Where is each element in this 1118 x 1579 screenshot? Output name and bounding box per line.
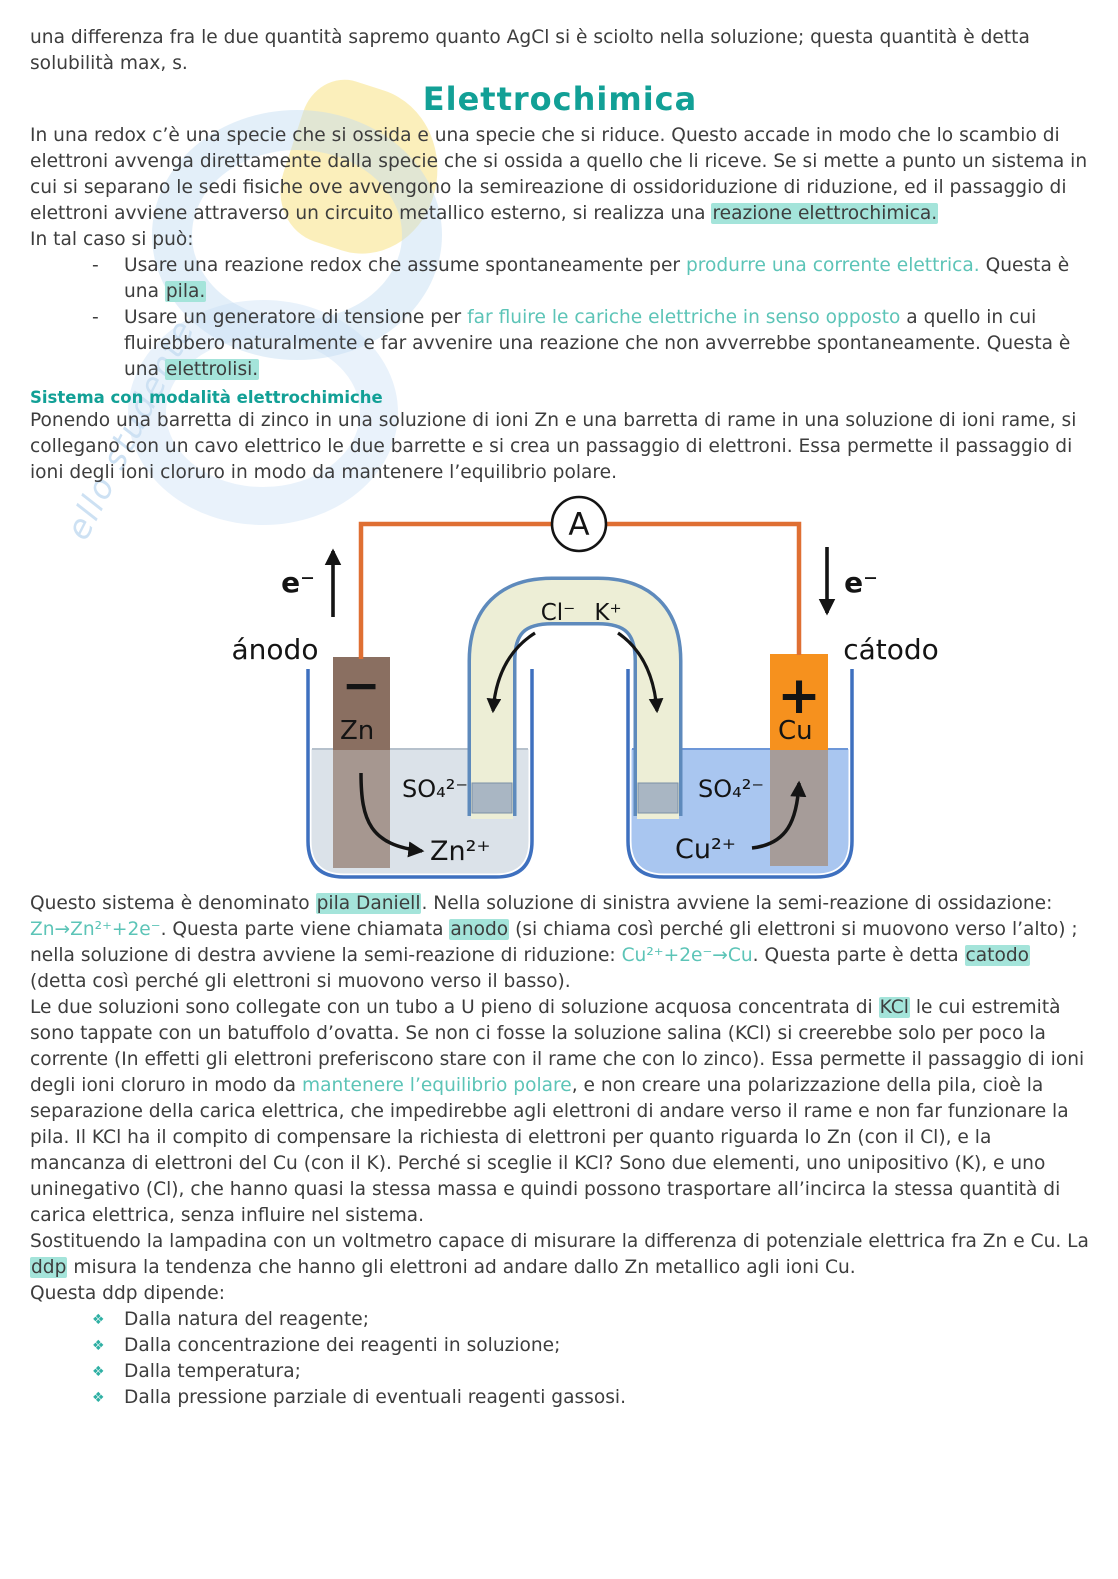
paragraph-pila-daniell: Questo sistema è denominato pila Daniell… <box>30 891 1090 995</box>
text-run: Usare un generatore di tensione per <box>124 307 468 328</box>
text-run: Le due soluzioni sono collegate con un t… <box>30 997 879 1018</box>
cotton-plug-right <box>637 782 679 814</box>
document-page: una differenza fra le due quantità sapre… <box>30 25 1090 1411</box>
text-run: . Questa parte è detta <box>752 945 965 966</box>
highlighted-term: reazione elettrochimica. <box>711 203 939 224</box>
diamond-bullet: ❖ <box>92 1364 105 1380</box>
list-item-text: Dalla temperatura; <box>124 1361 301 1382</box>
text-run: misura la tendenza che hanno gli elettro… <box>67 1257 856 1278</box>
text-run: Sostituendo la lampadina con un voltmetr… <box>30 1231 1089 1252</box>
text-run: (si chiama così perché gli elettroni si … <box>30 919 1078 966</box>
diamond-bullet: ❖ <box>92 1312 105 1328</box>
list-item-elettrolisi: - Usare un generatore di tensione per fa… <box>30 305 1090 383</box>
sulfate-right-label: SO₄²⁻ <box>698 775 764 803</box>
beaker-right <box>626 669 854 879</box>
minus-sign: − <box>342 658 381 712</box>
intro-paragraph: una differenza fra le due quantità sapre… <box>30 25 1090 77</box>
highlighted-term: KCl <box>878 997 910 1018</box>
ion-flow-arrow-right <box>617 631 664 714</box>
electrode-copper-top <box>770 654 828 750</box>
teal-equation: Zn→Zn²⁺+2e⁻ <box>30 919 161 940</box>
list-item: ❖ Dalla natura del reagente; <box>30 1307 1090 1333</box>
electrode-copper-submerged-tint <box>770 750 828 866</box>
list-item: ❖ Dalla temperatura; <box>30 1359 1090 1385</box>
highlighted-term: catodo <box>964 945 1031 966</box>
options-list: - Usare una reazione redox che assume sp… <box>30 253 1090 383</box>
list-item-text: Usare una reazione redox che assume spon… <box>124 253 1090 305</box>
highlighted-term: pila Daniell <box>315 893 422 914</box>
anode-label: ánodo <box>232 633 319 666</box>
salt-bridge-fill <box>471 580 679 819</box>
daniell-cell-diagram: − Zn + Cu Cl⁻ K⁺ SO₄²⁻ Zn²⁺ SO₄²⁻ Cu²⁺ A… <box>232 495 939 879</box>
text-run: a quello in cui fluirebbero naturalmente… <box>124 307 1071 380</box>
text-run: (detta così perché gli elettroni si muov… <box>30 971 571 992</box>
ion-flow-arrow-left <box>486 631 536 714</box>
text-run: . Questa parte viene chiamata <box>160 919 450 940</box>
list-item: ❖ Dalla concentrazione dei reagenti in s… <box>30 1333 1090 1359</box>
highlighted-term: pila. <box>164 281 207 302</box>
diamond-bullet: ❖ <box>92 1390 105 1406</box>
chloride-label: Cl⁻ <box>541 600 576 626</box>
list-item-pila: - Usare una reazione redox che assume sp… <box>30 253 1090 305</box>
text-run: , e non creare una polarizzazione della … <box>30 1075 1069 1226</box>
plus-sign: + <box>777 666 821 726</box>
dash-bullet: - <box>92 307 99 328</box>
paragraph-ponendo: Ponendo una barretta di zinco in una sol… <box>30 410 1077 483</box>
text-run: Usare una reazione redox che assume spon… <box>124 255 686 276</box>
list-item-text: Usare un generatore di tensione per far … <box>124 305 1090 383</box>
electrode-copper-bottom <box>770 750 828 866</box>
zinc-dissolution-arrow <box>359 772 425 858</box>
copper-deposition-arrow <box>751 780 807 850</box>
electron-label-right: e⁻ <box>844 566 878 599</box>
ddp-factors-list: ❖ Dalla natura del reagente; ❖ Dalla con… <box>30 1307 1090 1411</box>
text-run: le cui estremità sono tappate con un bat… <box>30 997 1085 1096</box>
list-item-text: Dalla natura del reagente; <box>124 1309 369 1330</box>
teal-text: mantenere l’equilibrio polare <box>301 1075 572 1096</box>
teal-equation: Cu²⁺+2e⁻→Cu <box>621 945 753 966</box>
intro-text: una differenza fra le due quantità sapre… <box>30 27 1030 74</box>
highlighted-term: ddp <box>30 1257 68 1278</box>
cathode-label: cátodo <box>843 633 939 666</box>
paragraph-kcl: Le due soluzioni sono collegate con un t… <box>30 995 1090 1229</box>
text-run: Questa è una <box>124 255 1070 302</box>
zinc-ion-label: Zn²⁺ <box>430 836 491 867</box>
electron-label-left: e⁻ <box>281 566 315 599</box>
page-title: Elettrochimica <box>422 80 698 118</box>
teal-text: far fluire le cariche elettriche in sens… <box>467 307 901 328</box>
list-item-text: Dalla pressione parziale di eventuali re… <box>124 1387 626 1408</box>
paragraph-redox: In una redox c’è una specie che si ossid… <box>30 123 1090 227</box>
highlighted-term: anodo <box>449 919 510 940</box>
list-item-text: Dalla concentrazione dei reagenti in sol… <box>124 1335 561 1356</box>
text-run: Questo sistema è denominato <box>30 893 316 914</box>
potassium-label: K⁺ <box>594 600 621 626</box>
diamond-bullet: ❖ <box>92 1338 105 1354</box>
list-item: ❖ Dalla pressione parziale di eventuali … <box>30 1385 1090 1411</box>
paragraph-in-tal-caso: In tal caso si può: <box>30 229 194 250</box>
zinc-label: Zn <box>340 716 374 746</box>
sulfate-left-label: SO₄²⁻ <box>402 775 468 803</box>
paragraph-ddp-dipende: Questa ddp dipende: <box>30 1283 225 1304</box>
highlighted-term: elettrolisi. <box>164 359 260 380</box>
paragraph-ddp: Sostituendo la lampadina con un voltmetr… <box>30 1229 1090 1281</box>
dash-bullet: - <box>92 255 99 276</box>
beaker-left <box>306 669 534 879</box>
copper-ion-label: Cu²⁺ <box>675 834 736 865</box>
electrode-zinc <box>333 657 390 868</box>
teal-text: produrre una corrente elettrica. <box>685 255 980 276</box>
ammeter-label: A <box>568 507 589 543</box>
ammeter <box>550 495 608 553</box>
section-subheading: Sistema con modalità elettrochimiche <box>30 388 383 407</box>
copper-label: Cu <box>778 716 813 746</box>
cotton-plug-left <box>471 782 513 814</box>
text-run: . Nella soluzione di sinistra avviene la… <box>421 893 1053 914</box>
electrode-zinc-submerged-tint <box>333 750 390 868</box>
